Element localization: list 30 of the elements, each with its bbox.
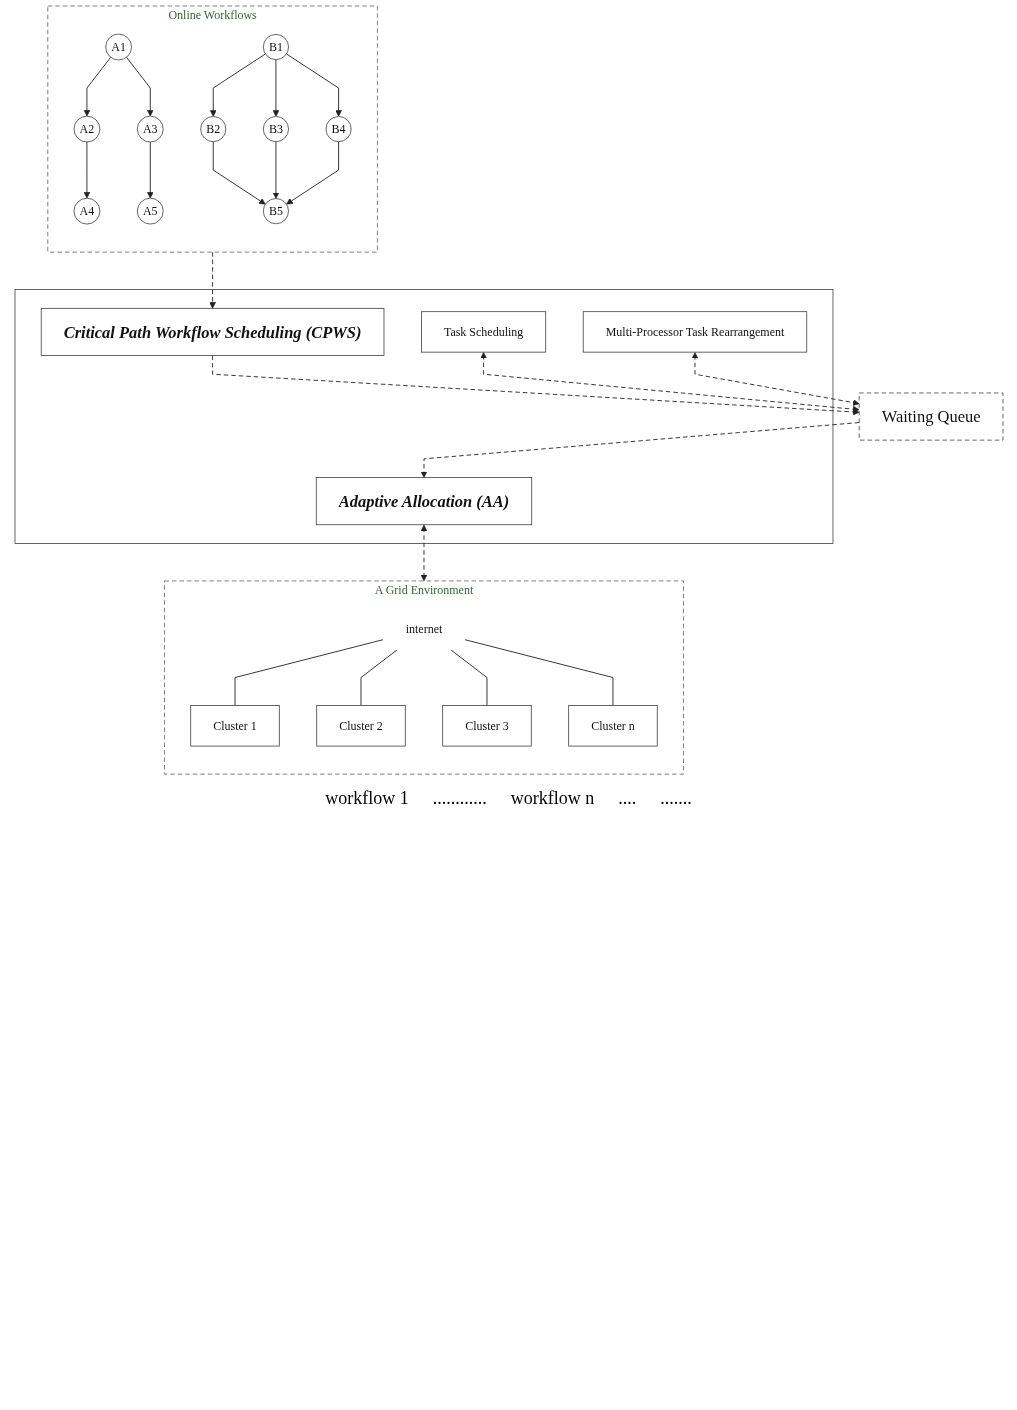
note-label: workflow 1 — [325, 788, 409, 810]
node-circle: A1 — [104, 33, 132, 61]
node-circle: B1 — [262, 34, 289, 60]
node-circle: A2 — [73, 115, 100, 143]
node-circle: B3 — [262, 116, 289, 143]
node-box: Multi-Processor Task Rearrangement — [582, 311, 807, 353]
node-text: internet — [405, 622, 442, 636]
node-box: Critical Path Workflow Scheduling (CPWS) — [40, 307, 384, 356]
node-box: Waiting Queue — [858, 392, 1003, 441]
node-box: Task Scheduling — [420, 311, 546, 353]
connector — [463, 639, 613, 707]
node-box: Cluster 2 — [315, 705, 406, 747]
connector — [360, 649, 398, 707]
node-box: Adaptive Allocation (AA) — [315, 477, 532, 526]
node-circle: B4 — [325, 116, 352, 143]
note-label: .... — [618, 788, 637, 810]
connector — [449, 649, 487, 707]
node-circle: A5 — [136, 197, 164, 225]
node-circle: B5 — [262, 198, 289, 225]
cluster — [14, 289, 833, 544]
connector — [234, 639, 384, 707]
node-box: Cluster n — [567, 705, 658, 747]
node-box: Cluster 1 — [189, 705, 280, 747]
node-box: Cluster 3 — [441, 705, 532, 747]
note-label: ............ — [432, 788, 487, 810]
node-circle: A4 — [73, 197, 100, 225]
node-circle: B2 — [199, 116, 226, 143]
note-label: workflow n — [510, 788, 595, 810]
note-label: ....... — [660, 788, 692, 810]
node-circle: A3 — [136, 115, 164, 143]
